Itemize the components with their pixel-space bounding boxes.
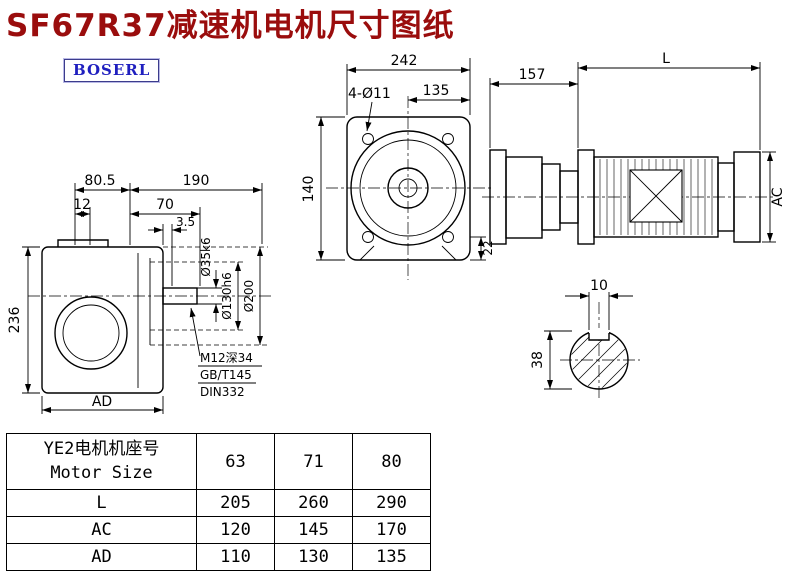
flange-outer-circle xyxy=(350,130,466,246)
gearbox-housing xyxy=(41,246,164,394)
dim-key-width-10: 10 xyxy=(590,278,608,294)
value-L-63: 205 xyxy=(196,489,275,517)
motor-side-view: 157 L AC xyxy=(482,51,786,245)
standard-din332: DIN332 xyxy=(200,385,245,399)
motor-size-header: YE2电机机座号 Motor Size xyxy=(6,433,197,490)
motor-size-header-en: Motor Size xyxy=(50,462,153,483)
input-bore-inner-circle xyxy=(62,304,120,362)
value-L-71: 260 xyxy=(274,489,353,517)
row-label-AC: AC xyxy=(6,516,197,544)
dim-3-5: 3.5 xyxy=(176,215,195,229)
value-AC-80: 170 xyxy=(352,516,431,544)
dim-L: L xyxy=(662,51,670,67)
table-row: AD 110 130 135 xyxy=(6,543,431,571)
dim-80-5: 80.5 xyxy=(84,173,115,189)
size-71: 71 xyxy=(274,433,353,490)
motor-size-header-cn: YE2电机机座号 xyxy=(43,438,160,459)
tap-note: M12深34 xyxy=(200,351,253,365)
dim-157: 157 xyxy=(519,67,546,83)
bolt-hole xyxy=(362,231,374,243)
dim-135: 135 xyxy=(423,83,450,99)
table-header-row: YE2电机机座号 Motor Size 63 71 80 xyxy=(6,433,431,490)
dim-bolt-holes: 4-Ø11 xyxy=(348,86,391,102)
tap-leader-line xyxy=(189,307,201,357)
motor-size-table: YE2电机机座号 Motor Size 63 71 80 L 205 260 2… xyxy=(6,433,431,571)
dim-190: 190 xyxy=(183,173,210,189)
fan-cover xyxy=(733,151,761,243)
dim-70: 70 xyxy=(156,197,174,213)
value-AD-71: 130 xyxy=(274,543,353,571)
dim-shaft-38: 38 xyxy=(530,351,546,369)
dim-spigot-diameter: Ø130h6 xyxy=(220,272,234,320)
value-L-80: 290 xyxy=(352,489,431,517)
dimension-drawing: 80.5 190 12 70 3.5 236 AD xyxy=(7,51,786,414)
row-label-AD: AD xyxy=(6,543,197,571)
dim-12: 12 xyxy=(73,197,91,213)
keyway xyxy=(588,333,610,341)
front-housing xyxy=(346,116,471,261)
value-AC-71: 145 xyxy=(274,516,353,544)
brand-logo: BOSERL xyxy=(62,58,161,83)
row-label-L: L xyxy=(6,489,197,517)
dim-AD: AD xyxy=(92,394,112,410)
value-AC-63: 120 xyxy=(196,516,275,544)
output-shaft xyxy=(162,287,198,305)
bolt-hole xyxy=(442,231,454,243)
dim-140: 140 xyxy=(301,176,317,203)
bolt-hole xyxy=(442,133,454,145)
standard-gbt145: GB/T145 xyxy=(200,368,252,382)
left-side-view: 80.5 190 12 70 3.5 236 AD xyxy=(7,173,272,414)
dim-242: 242 xyxy=(391,53,418,69)
shaft-hub-circle xyxy=(387,167,429,209)
table-row: L 205 260 290 xyxy=(6,489,431,517)
size-80: 80 xyxy=(352,433,431,490)
dim-236: 236 xyxy=(7,307,23,334)
bolt-hole xyxy=(362,133,374,145)
size-63: 63 xyxy=(196,433,275,490)
dim-shaft-diameter: Ø35k6 xyxy=(199,237,213,276)
dim-flange-diameter: Ø200 xyxy=(242,280,256,312)
value-AD-63: 110 xyxy=(196,543,275,571)
front-view: 242 135 4-Ø11 140 22 xyxy=(301,53,495,280)
housing-top-step xyxy=(57,239,109,247)
shaft-section-view: 10 38 xyxy=(530,278,640,400)
dim-AC: AC xyxy=(770,187,786,206)
input-bore-circle xyxy=(54,296,128,370)
bolt-hole-leader xyxy=(365,101,373,132)
dim-22: 22 xyxy=(481,240,495,255)
page-title: SF67R37减速机电机尺寸图纸 xyxy=(6,8,455,44)
value-AD-80: 135 xyxy=(352,543,431,571)
table-row: AC 120 145 170 xyxy=(6,516,431,544)
